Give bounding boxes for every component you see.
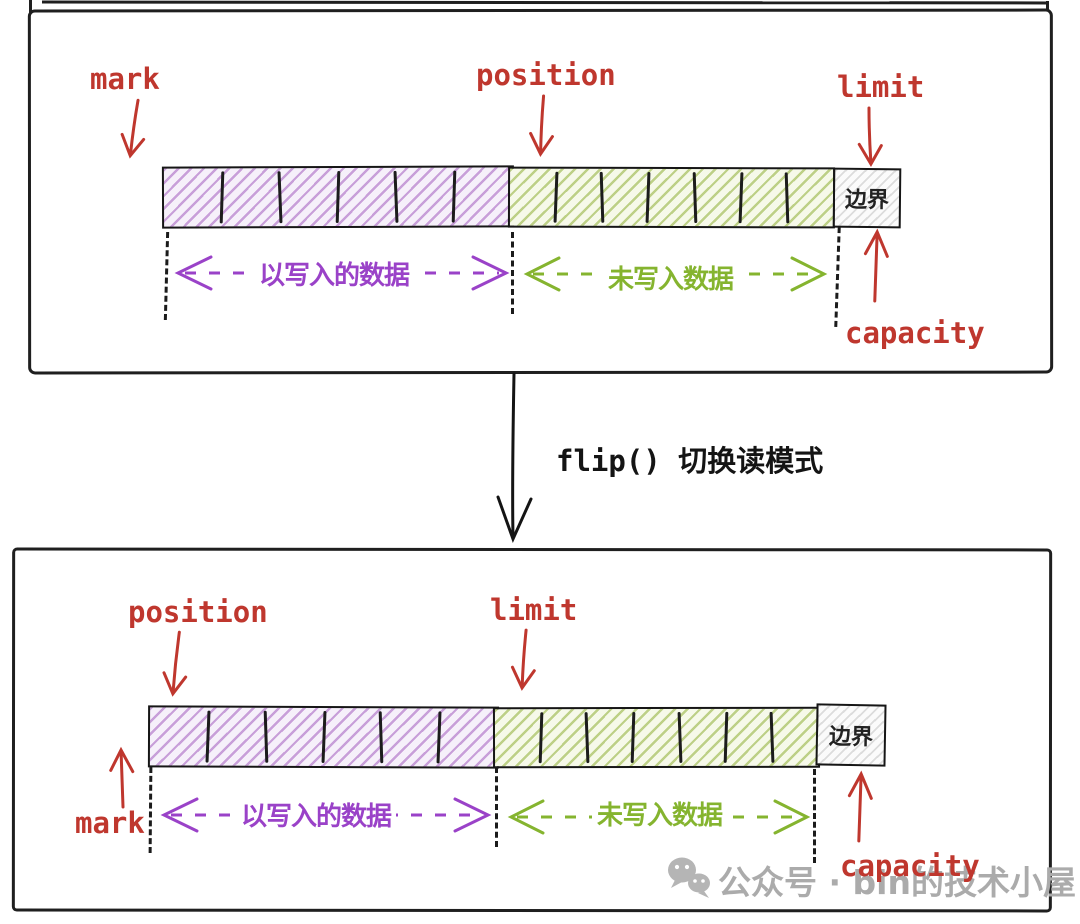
written-range-label: 以写入的数据 xyxy=(254,255,415,292)
cell-divider xyxy=(335,170,341,224)
sketch-line xyxy=(41,0,1049,5)
position-pointer-label: position xyxy=(476,58,616,92)
cell-divider xyxy=(584,711,590,764)
capacity-pointer-label: capacity xyxy=(845,316,985,350)
guide-dash xyxy=(495,767,498,847)
cell-divider xyxy=(692,171,697,224)
boundary-box: 边界 xyxy=(815,703,887,767)
boundary-box: 边界 xyxy=(832,167,902,229)
cell-divider xyxy=(538,712,544,764)
cell-divider xyxy=(738,171,744,224)
flip-transition-arrow-icon xyxy=(496,372,533,544)
cell-divider xyxy=(436,711,442,764)
cell-divider xyxy=(263,710,268,763)
written-range-arrow-icon xyxy=(174,255,510,291)
cell-divider xyxy=(379,711,384,764)
limit-pointer-label: limit xyxy=(490,593,578,627)
mark-pointer-label: mark xyxy=(75,806,145,840)
watermark-text: 公众号 · bin的技术小屋 xyxy=(718,863,1076,902)
capacity-up-arrow-icon xyxy=(863,228,889,303)
cell-divider xyxy=(769,711,775,763)
cell-divider xyxy=(677,711,683,764)
limit-pointer-label: limit xyxy=(837,70,925,104)
unwritten-range-arrow-icon xyxy=(523,256,828,292)
cell-divider xyxy=(631,711,636,764)
written-data-section xyxy=(161,165,515,229)
sketch-line xyxy=(1046,1,1049,13)
unwritten-data-section xyxy=(492,706,821,769)
unwritten-range-label: 未写入数据 xyxy=(592,795,728,832)
cell-divider xyxy=(784,172,790,224)
cell-divider xyxy=(553,171,559,223)
mark-up-arrow-icon xyxy=(109,746,135,809)
cell-divider xyxy=(599,171,605,224)
limit-down-arrow-icon xyxy=(857,106,883,167)
cell-divider xyxy=(645,171,651,224)
sketch-line xyxy=(29,0,32,13)
flip-transition-label: flip() 切换读模式 xyxy=(556,444,824,478)
cell-divider xyxy=(451,170,457,223)
position-pointer-label: position xyxy=(128,595,268,629)
cell-divider xyxy=(219,171,225,224)
unwritten-range-arrow-icon xyxy=(507,799,811,835)
capacity-up-arrow-icon xyxy=(847,770,873,843)
guide-dash xyxy=(511,232,514,314)
mark-down-arrow-icon xyxy=(120,98,146,159)
position-down-arrow-icon xyxy=(162,630,188,697)
written-range-label: 以写入的数据 xyxy=(236,796,397,833)
wechat-icon xyxy=(668,857,710,898)
cell-divider xyxy=(320,710,327,764)
cell-divider xyxy=(723,711,729,764)
cell-divider xyxy=(277,171,283,224)
position-down-arrow-icon xyxy=(529,94,554,157)
unwritten-data-section xyxy=(507,166,836,229)
limit-down-arrow-icon xyxy=(510,628,536,691)
written-data-section xyxy=(147,705,500,769)
guide-dash xyxy=(813,769,816,863)
capacity-pointer-label: capacity xyxy=(840,849,980,883)
cell-divider xyxy=(393,170,399,223)
mark-pointer-label: mark xyxy=(90,62,160,96)
unwritten-range-label: 未写入数据 xyxy=(603,259,739,296)
cell-divider xyxy=(205,710,211,763)
